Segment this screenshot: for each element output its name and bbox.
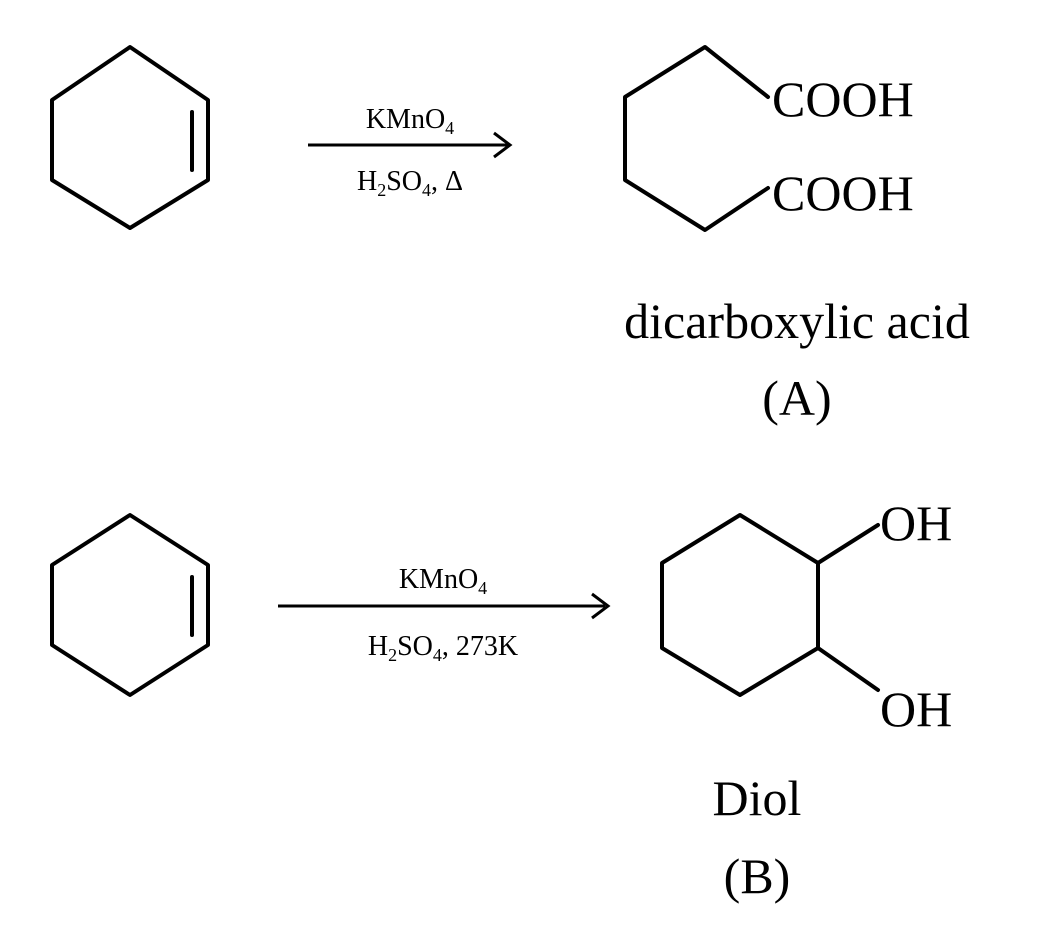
product-name-a: dicarboxylic acid [624,293,970,349]
reagent-top-b: KMnO4 [399,564,487,598]
reaction-a: KMnO4 H2SO4, Δ COOH COOH dicarboxylic ac… [50,45,970,426]
oh-group-bottom: OH [880,681,952,737]
cooh-group-top: COOH [772,71,914,127]
cyclohexene-reactant-a [50,45,210,230]
reaction-arrow-b [278,592,611,620]
reaction-arrow-a [308,131,513,159]
diol-ring [660,513,880,697]
product-name-b: Diol [713,770,802,826]
reagent-bottom-a: H2SO4, Δ [357,166,463,200]
cooh-group-bottom: COOH [772,165,914,221]
reagent-top-a: KMnO4 [366,104,454,138]
reaction-b: KMnO4 H2SO4, 273K OH OH Diol (B) [50,495,952,904]
reagent-bottom-b: H2SO4, 273K [368,631,518,665]
product-label-b: (B) [724,848,791,904]
product-label-a: (A) [762,370,831,426]
oh-group-top: OH [880,495,952,551]
cyclohexene-reactant-b [50,513,210,697]
dicarboxylic-acid-skeleton [623,45,770,232]
